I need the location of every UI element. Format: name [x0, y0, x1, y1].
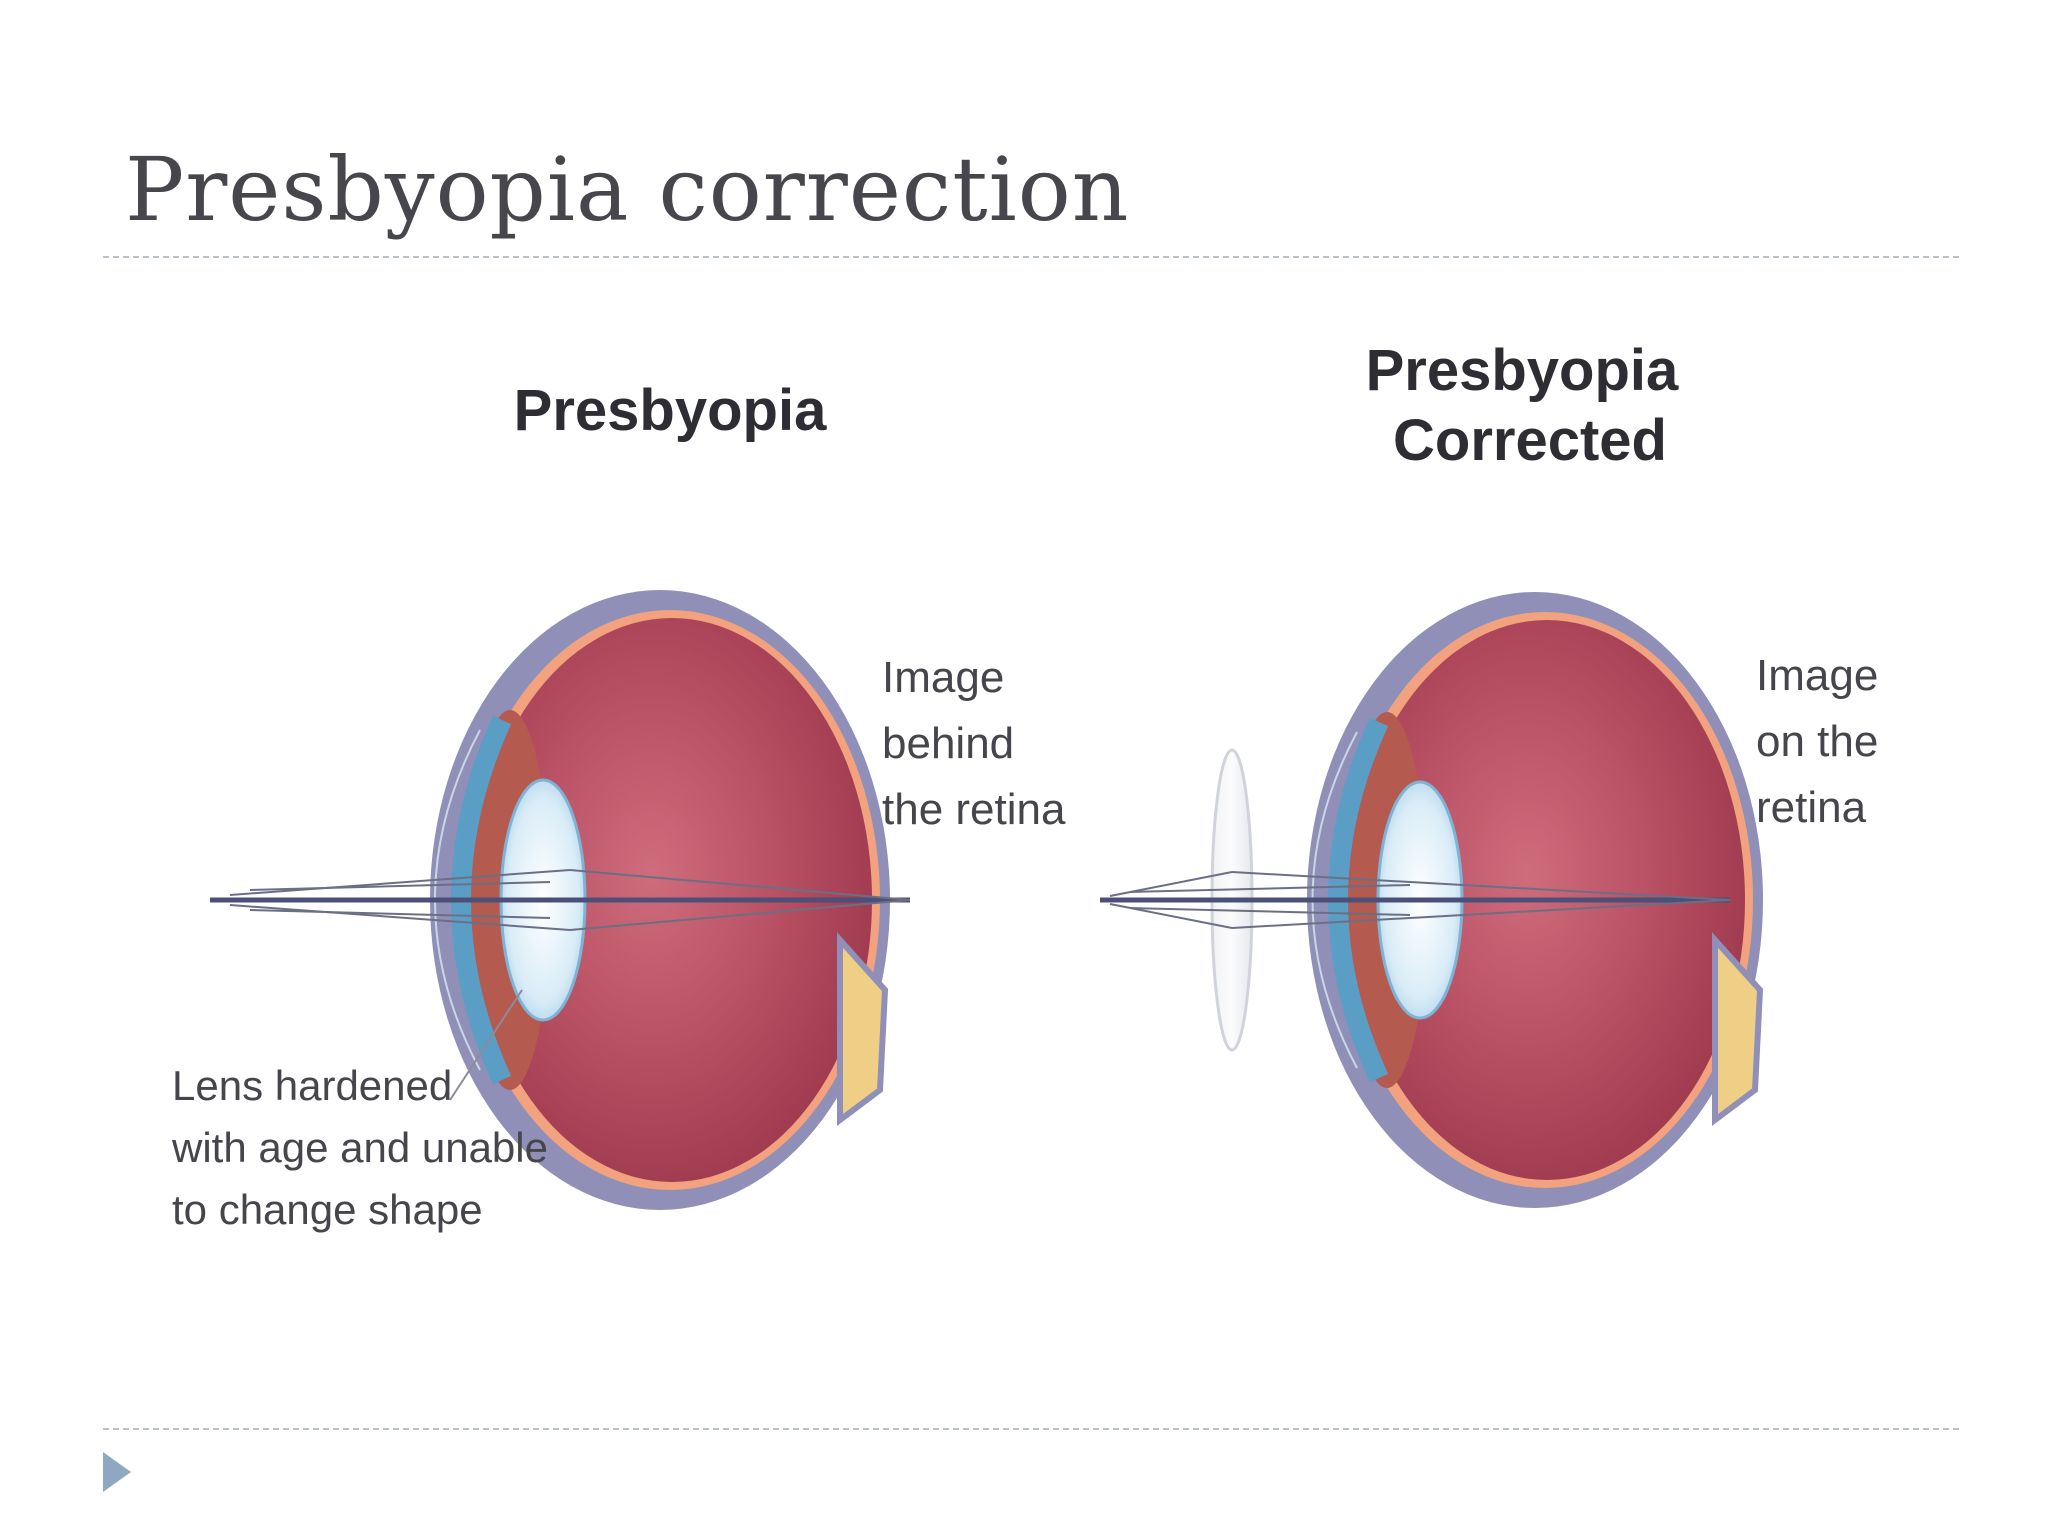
heading-presbyopia: Presbyopia [514, 378, 827, 443]
title-divider [103, 256, 1959, 258]
presbyopia-diagram: Presbyopia [171, 338, 1891, 1233]
page-title: Presbyopia correction [125, 138, 1130, 241]
note-image-on-retina: Image on the retina [1756, 651, 1891, 832]
light-rays [210, 869, 911, 931]
heading-presbyopia-corrected: Presbyopia Corrected [1366, 338, 1695, 473]
footer-divider [103, 1428, 1959, 1430]
light-rays [1100, 871, 1731, 929]
eye-presbyopia: Presbyopia [171, 378, 1066, 1233]
play-triangle-icon[interactable] [103, 1452, 131, 1492]
note-image-behind: Image behind the retina [882, 653, 1066, 834]
note-lens-hardened: Lens hardened with age and unable to cha… [171, 1062, 560, 1233]
optic-nerve [1712, 932, 1764, 1126]
optic-nerve [837, 932, 889, 1126]
eye-presbyopia-corrected: Presbyopia Corrected [1100, 338, 1891, 1208]
